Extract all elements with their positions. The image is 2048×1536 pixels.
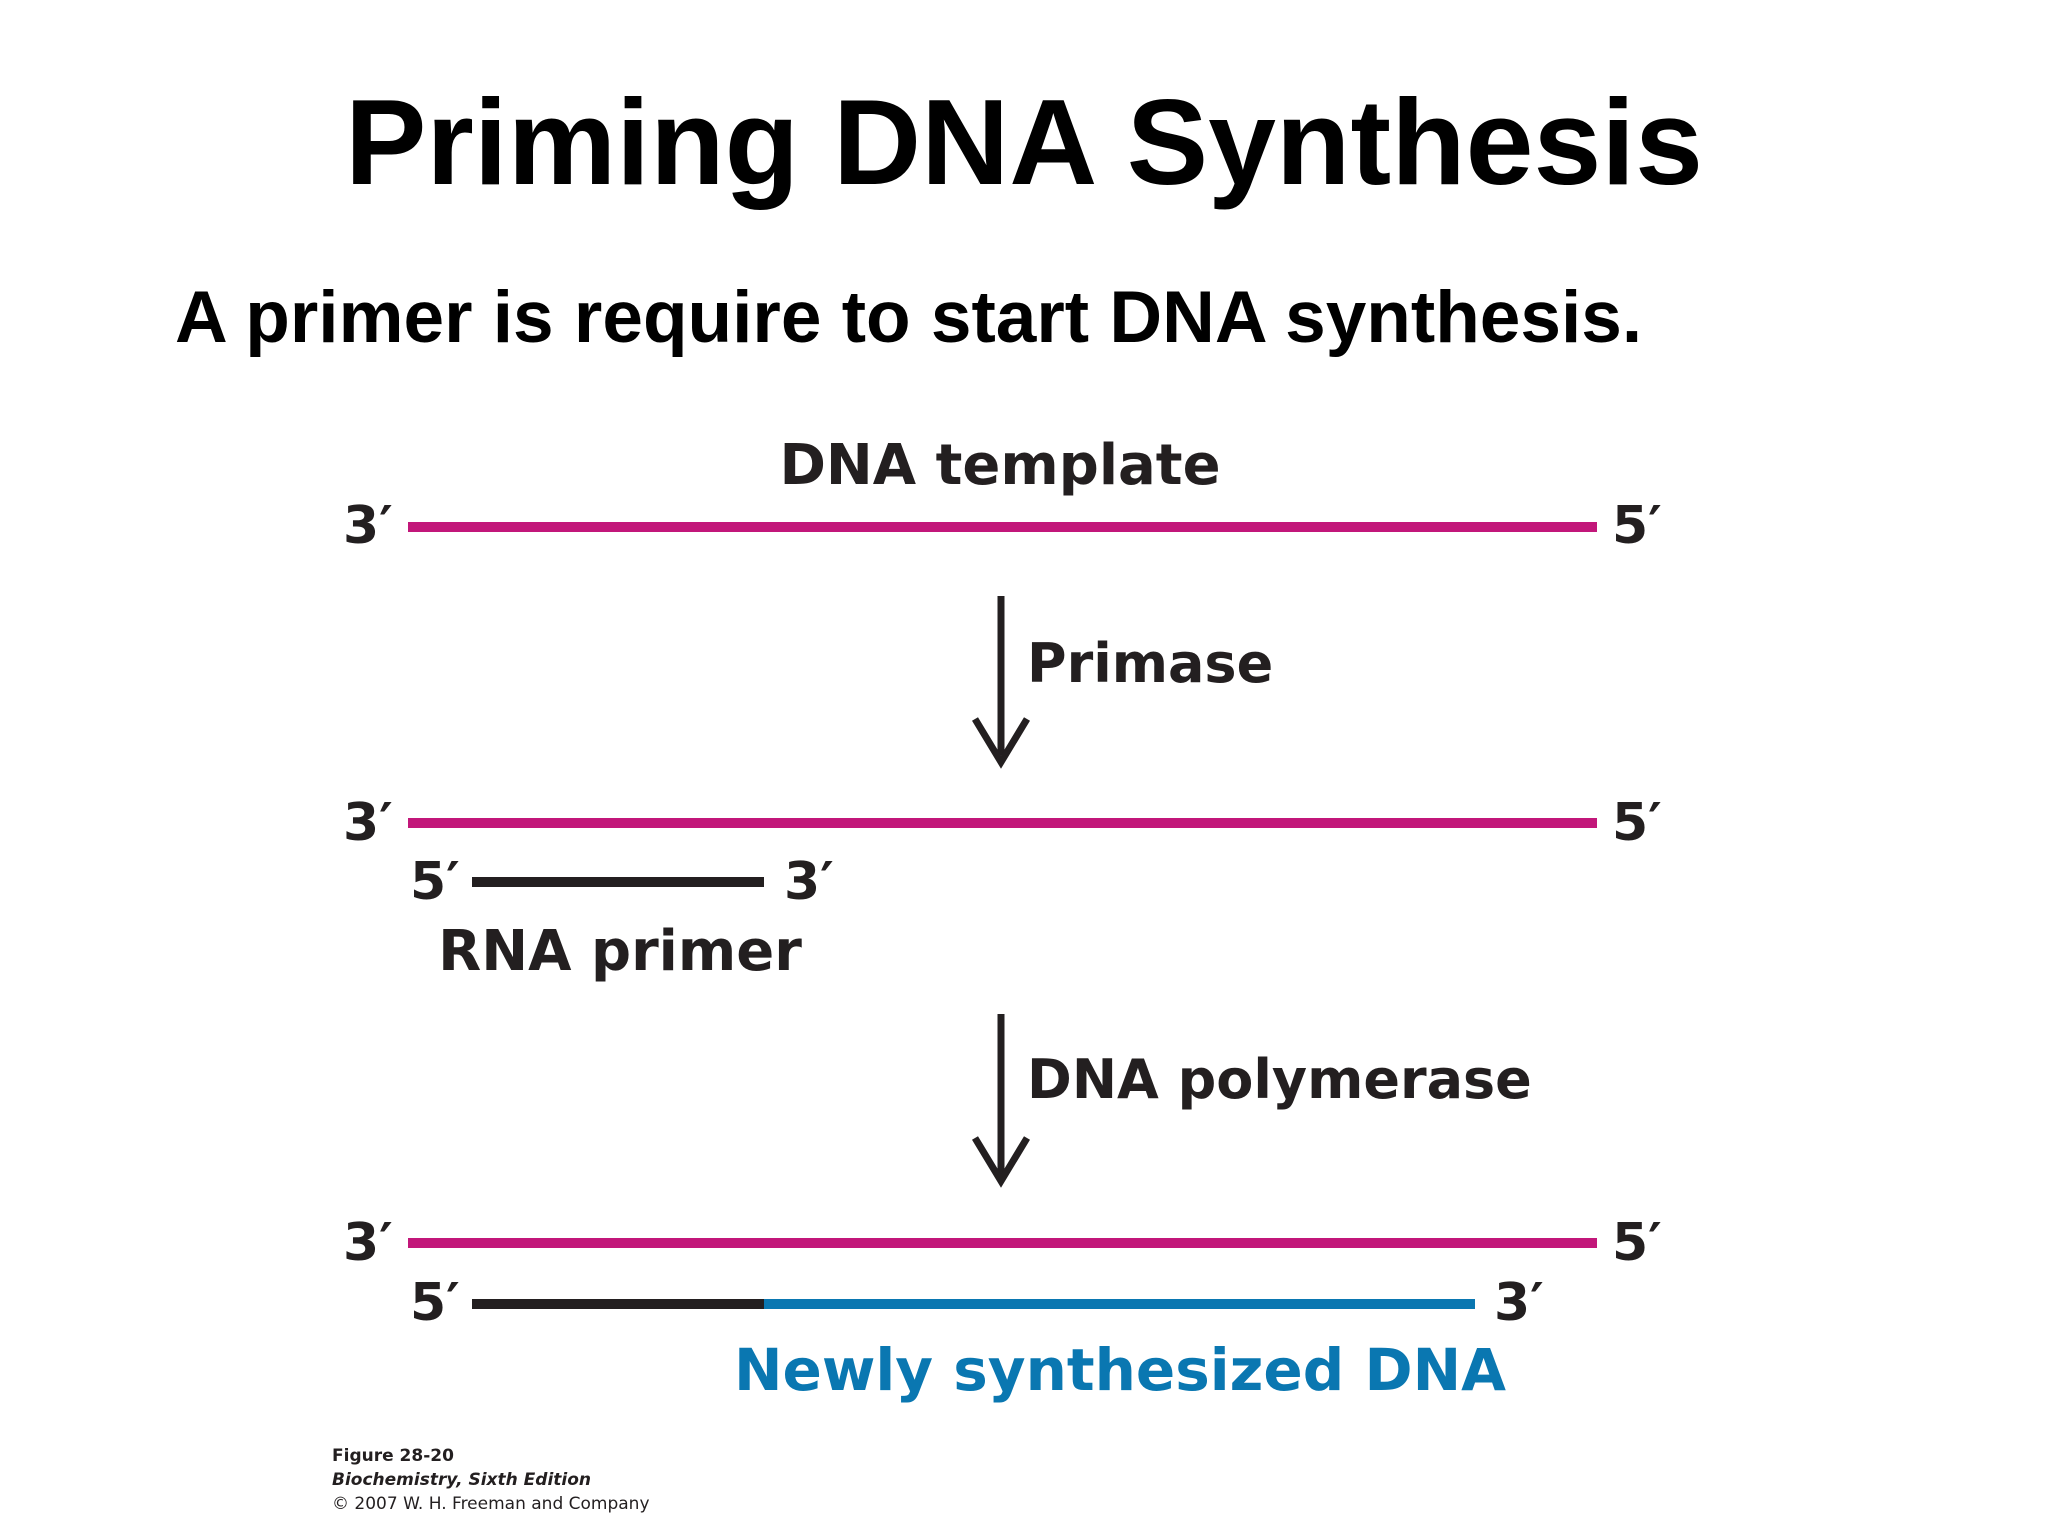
template2-3prime-label: 3′ <box>343 793 393 853</box>
dna-polymerase-label: DNA polymerase <box>1027 1048 1532 1111</box>
template3-5prime-label: 5′ <box>1612 1213 1662 1273</box>
polymerase-arrow-head <box>972 1136 1030 1188</box>
primase-arrow-head <box>972 717 1030 769</box>
template2-5prime-label: 5′ <box>1612 793 1662 853</box>
newly-synthesized-dna-label: Newly synthesized DNA <box>734 1336 1506 1404</box>
primer-5prime-label: 5′ <box>410 852 460 912</box>
rna-primer-label: RNA primer <box>438 919 802 984</box>
template-5prime-label: 5′ <box>1612 496 1662 556</box>
slide-subtitle: A primer is require to start DNA synthes… <box>175 277 1643 358</box>
template3-3prime-label: 3′ <box>343 1213 393 1273</box>
figure-number: Figure 28-20 <box>332 1446 454 1466</box>
template-3prime-label: 3′ <box>343 496 393 556</box>
book-title: Biochemistry, Sixth Edition <box>332 1470 592 1490</box>
figure-caption: Figure 28-20 Biochemistry, Sixth Edition… <box>332 1444 650 1516</box>
product-3prime-label: 3′ <box>1494 1273 1544 1333</box>
dna-template-label: DNA template <box>779 433 1220 498</box>
product-5prime-label: 5′ <box>410 1273 460 1333</box>
primase-label: Primase <box>1027 632 1273 695</box>
slide-title: Priming DNA Synthesis <box>344 74 1704 210</box>
primer-3prime-label: 3′ <box>784 852 834 912</box>
copyright-line: © 2007 W. H. Freeman and Company <box>332 1494 650 1514</box>
